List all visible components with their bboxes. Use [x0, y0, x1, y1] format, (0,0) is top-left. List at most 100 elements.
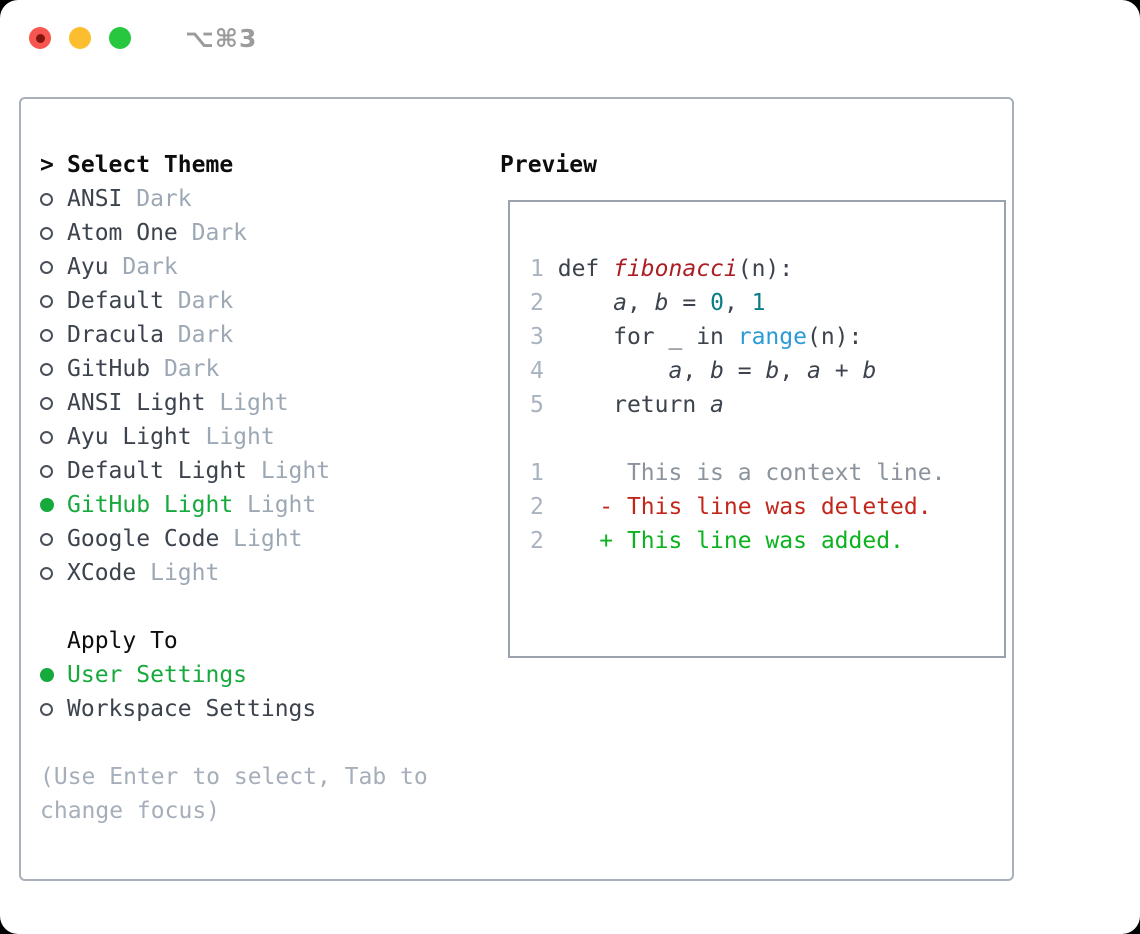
titlebar: ⌥⌘3 — [0, 0, 1140, 76]
preview-title: Preview — [500, 152, 597, 178]
option-label: ANSI Light — [67, 390, 206, 416]
theme-option[interactable]: GitHub Light Light — [40, 488, 455, 522]
minimize-button[interactable] — [69, 27, 91, 49]
code-line: 4 a, b = b, a + b — [530, 354, 1004, 388]
code-segment: 0 — [710, 290, 724, 316]
theme-option[interactable]: Default Light Light — [40, 454, 455, 488]
theme-option[interactable]: Dracula Dark — [40, 318, 455, 352]
code-segment: fibonacci — [613, 256, 738, 282]
theme-section-header: > Select Theme — [40, 148, 455, 182]
theme-option[interactable]: ANSI Dark — [40, 182, 455, 216]
code-segment: b — [862, 358, 877, 384]
option-label: Default Light — [67, 458, 248, 484]
code-segment — [558, 494, 600, 520]
apply-option[interactable]: Workspace Settings — [40, 692, 455, 726]
keyboard-hint: (Use Enter to select, Tab to change focu… — [40, 764, 428, 824]
theme-option[interactable]: ANSI Light Light — [40, 386, 455, 420]
option-variant: Dark — [150, 356, 220, 382]
code-segment: This is a context line. — [557, 460, 946, 486]
code-segment: (n): — [806, 324, 863, 350]
radio-circle — [40, 226, 53, 240]
option-variant: Dark — [177, 220, 248, 246]
option-label: GitHub Light — [67, 492, 234, 518]
code-line: 1 def fibonacci(n): — [530, 252, 1004, 286]
line-number: 1 — [530, 460, 544, 486]
radio-circle — [40, 362, 53, 376]
option-variant: Light — [247, 458, 331, 484]
option-label: ANSI — [67, 186, 123, 212]
code-line: 2 a, b = 0, 1 — [530, 286, 1004, 320]
option-label: Google Code — [67, 526, 220, 552]
option-label: XCode — [67, 560, 137, 586]
apply-option[interactable]: User Settings — [40, 658, 455, 692]
zoom-button[interactable] — [109, 27, 131, 49]
radio-circle — [40, 430, 53, 444]
code-segment: return — [557, 392, 711, 418]
radio-icon — [40, 464, 67, 478]
option-variant: Light — [136, 560, 220, 586]
radio-icon — [40, 362, 67, 376]
code-segment: , — [723, 290, 752, 316]
theme-option[interactable]: Atom One Dark — [40, 216, 455, 250]
theme-option[interactable]: Ayu Dark — [40, 250, 455, 284]
theme-option[interactable]: XCode Light — [40, 556, 455, 590]
code-segment: (n): — [737, 256, 794, 282]
option-label: Ayu Light — [67, 424, 192, 450]
radio-circle — [40, 464, 53, 478]
code-segment: = — [668, 290, 711, 316]
radio-icon — [40, 226, 67, 240]
code-segment — [558, 290, 613, 316]
option-label: Dracula — [67, 322, 164, 348]
radio-icon — [40, 532, 67, 546]
code-segment: a — [710, 392, 724, 418]
option-label: Workspace Settings — [67, 696, 317, 722]
code-line: 2 - This line was deleted. — [530, 490, 1004, 524]
radio-circle — [40, 702, 53, 716]
option-variant: Dark — [108, 254, 178, 280]
line-number: 2 — [530, 290, 544, 316]
code-segment: 1 — [751, 290, 766, 316]
theme-option[interactable]: Google Code Light — [40, 522, 455, 556]
radio-circle — [40, 566, 53, 580]
line-number: 2 — [530, 528, 544, 554]
radio-circle — [40, 328, 53, 342]
line-number: 2 — [530, 494, 544, 520]
radio-circle — [40, 294, 53, 308]
code-segment: a — [807, 358, 821, 384]
code-segment: , — [682, 358, 711, 384]
line-number: 4 — [530, 358, 544, 384]
option-variant: Light — [205, 390, 289, 416]
code-segment: b — [654, 290, 669, 316]
radio-icon — [40, 294, 67, 308]
option-variant: Dark — [163, 322, 234, 348]
code-segment: def — [557, 256, 614, 282]
code-segment: , — [626, 290, 655, 316]
option-variant: Dark — [163, 288, 234, 314]
option-variant: Light — [219, 526, 303, 552]
code-segment: = — [723, 358, 766, 384]
radio-circle — [40, 396, 53, 410]
theme-option[interactable]: Ayu Light Light — [40, 420, 455, 454]
radio-circle — [40, 192, 53, 206]
code-segment: - This line was deleted. — [599, 494, 932, 520]
code-segment: for _ in — [557, 324, 738, 350]
radio-circle — [40, 260, 53, 274]
code-segment: range — [737, 324, 807, 350]
code-segment: b — [710, 358, 724, 384]
code-segment: a — [613, 290, 627, 316]
radio-icon — [40, 328, 67, 342]
option-variant: Light — [233, 492, 317, 518]
code-segment: , — [779, 358, 808, 384]
code-segment — [558, 528, 600, 554]
option-label: Default — [67, 288, 164, 314]
theme-option[interactable]: GitHub Dark — [40, 352, 455, 386]
code-segment: b — [765, 358, 780, 384]
theme-option[interactable]: Default Dark — [40, 284, 455, 318]
line-number: 3 — [530, 324, 544, 350]
close-button[interactable] — [29, 27, 51, 49]
